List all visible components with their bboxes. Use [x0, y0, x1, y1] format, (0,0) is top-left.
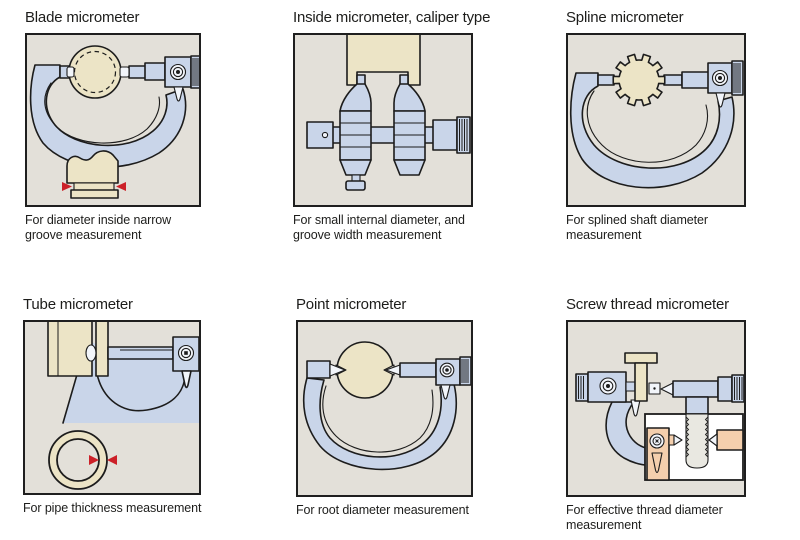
- adjust-knob: [345, 174, 366, 191]
- ball-workpiece: [68, 45, 122, 99]
- pipe-cross-section: [48, 430, 117, 490]
- spline-shaft-workpiece: [612, 53, 666, 107]
- micrometer-card-spline: Spline micrometer: [566, 8, 756, 243]
- left-head: [306, 121, 334, 149]
- spindle-assembly: [672, 374, 744, 418]
- arrow-outer-icon: [107, 455, 117, 465]
- ball-anvil: [85, 344, 97, 362]
- ratchet-stop: [456, 116, 471, 154]
- illustration-box: [566, 320, 746, 497]
- c-frame: [569, 72, 735, 189]
- card-title: Tube micrometer: [23, 296, 133, 313]
- illustration-box: [293, 33, 473, 207]
- inside-micrometer-illustration: [306, 35, 471, 191]
- illustration-box: [296, 320, 473, 497]
- lock-lever: [181, 370, 192, 389]
- thimble-barrel: [432, 116, 471, 154]
- right-jaw: [393, 74, 426, 176]
- card-caption: For root diameter measurement: [296, 503, 469, 517]
- arrow-left-icon: [62, 182, 72, 191]
- inset-cone-left: [673, 434, 683, 446]
- spindle-assembly: [663, 71, 711, 89]
- spindle-assembly: [107, 346, 174, 360]
- blade-tips: [66, 66, 130, 78]
- tube-micrometer-illustration: [47, 322, 199, 490]
- micrometer-card-blade: Blade micrometer: [25, 8, 215, 243]
- anvil-bit: [625, 381, 636, 392]
- grooved-part: [62, 150, 126, 199]
- lock-lever: [630, 399, 641, 417]
- card-title: Point micrometer: [296, 296, 407, 313]
- threaded-rod: [685, 413, 709, 469]
- anvil-rod: [597, 74, 615, 86]
- spindle-assembly: [59, 62, 166, 81]
- micrometer-card-point: Point micrometer: [296, 295, 486, 518]
- ratchet-stop: [190, 55, 199, 89]
- anvil-block: [306, 360, 331, 379]
- micrometer-card-tube: Tube micrometer: [23, 295, 213, 516]
- t-workpiece: [624, 352, 658, 402]
- spindle-rod: [399, 362, 437, 378]
- illustration-box: [25, 33, 201, 207]
- arrow-right-icon: [116, 182, 126, 191]
- card-caption: For splined shaft diameter measurement: [566, 213, 708, 242]
- point-micrometer-illustration: [302, 341, 471, 471]
- micrometer-card-inside-caliper: Inside micrometer, caliper type: [293, 8, 491, 243]
- ratchet-stop: [731, 374, 744, 403]
- card-caption: For small internal diameter, and groove …: [293, 213, 465, 242]
- lock-lever: [651, 452, 663, 474]
- inset-left-head: [646, 427, 683, 481]
- card-title: Blade micrometer: [25, 9, 140, 26]
- screw-thread-micrometer-illustration: [575, 352, 744, 481]
- blade-micrometer-illustration: [29, 45, 199, 199]
- inset-cone-right: [708, 433, 718, 447]
- tube-wall-workpiece: [47, 322, 109, 377]
- card-caption: For pipe thickness measurement: [23, 501, 202, 515]
- card-title: Spline micrometer: [566, 9, 684, 26]
- arrow-inner-icon: [89, 455, 99, 465]
- card-title: Screw thread micrometer: [566, 296, 729, 313]
- illustration-box: [566, 33, 746, 207]
- card-caption: For effective thread diameter measuremen…: [566, 503, 723, 532]
- card-title: Inside micrometer, caliper type: [293, 9, 491, 26]
- thimble-block: [435, 356, 471, 400]
- ratchet-stop: [459, 356, 471, 386]
- lock-lever: [173, 86, 184, 102]
- lock-lever: [440, 384, 451, 400]
- inset-right-spindle: [708, 429, 744, 451]
- slotted-workpiece: [346, 35, 421, 86]
- spline-micrometer-illustration: [569, 53, 744, 189]
- thimble-block: [172, 336, 199, 389]
- lock-lever: [715, 92, 726, 108]
- thimble-block: [164, 55, 199, 102]
- card-caption: For diameter inside narrow groove measur…: [25, 213, 172, 242]
- micrometer-card-screw-thread: Screw thread micrometer: [566, 295, 756, 533]
- thimble-block: [707, 60, 744, 108]
- ratchet-stop: [731, 60, 744, 96]
- cone-tip: [660, 382, 674, 396]
- left-head: [575, 371, 641, 417]
- point-anvil-tip: [329, 363, 346, 377]
- illustration-box: [23, 320, 201, 495]
- inset-detail: [644, 413, 744, 481]
- left-jaw: [339, 74, 372, 176]
